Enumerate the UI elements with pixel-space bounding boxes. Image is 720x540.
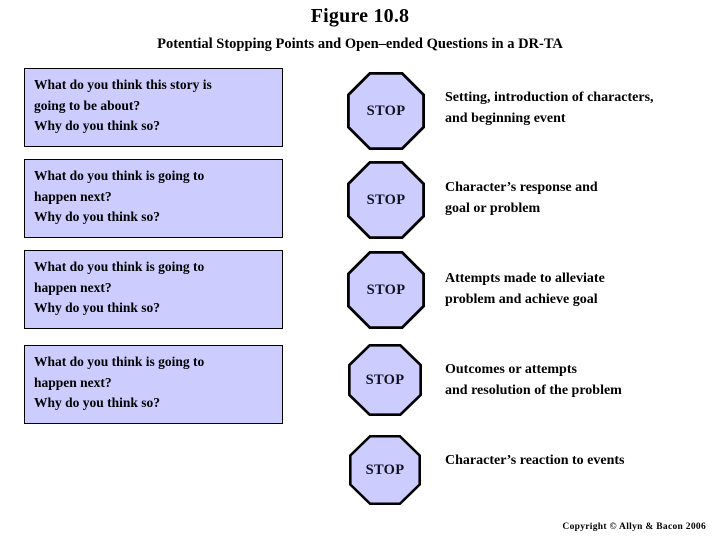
question-box-2-line-2: happen next? <box>34 188 112 204</box>
question-box-2-line-1: What do you think is going to <box>34 168 205 183</box>
octagon-shape-4 <box>348 344 422 416</box>
description-3-line-2: problem and achieve goal <box>445 291 598 307</box>
description-4-line-2: and resolution of the problem <box>445 382 622 398</box>
question-box-3-line-1: What do you think is going to <box>34 259 205 274</box>
description-4-line-1: Outcomes or attempts <box>445 362 577 377</box>
description-3-line-1: Attempts made to alleviate <box>445 271 605 286</box>
question-box-3-line-2: happen next? <box>34 279 112 295</box>
description-2-line-2: goal or problem <box>445 200 541 216</box>
octagon-icon <box>348 344 422 416</box>
stop-sign-4: STOP <box>348 344 422 416</box>
description-2: Character’s response and goal or problem <box>445 178 720 219</box>
octagon-shape-3 <box>347 251 425 329</box>
question-box-3-line-3: Why do you think so? <box>34 300 161 316</box>
figure-subtitle: Potential Stopping Points and Open–ended… <box>157 36 563 52</box>
description-1-line-2: and beginning event <box>445 110 566 126</box>
octagon-icon <box>347 251 425 329</box>
stop-sign-3: STOP <box>347 251 425 329</box>
question-box-1-line-3: Why do you think so? <box>34 118 161 134</box>
question-box-4: What do you think is going to happen nex… <box>24 345 283 424</box>
description-3: Attempts made to alleviate problem and a… <box>445 269 720 310</box>
question-box-1: What do you think this story is going to… <box>24 68 283 147</box>
description-5: Character’s reaction to events <box>445 451 720 472</box>
question-box-1-line-2: going to be about? <box>34 97 141 113</box>
stop-label-4: STOP <box>365 371 405 388</box>
octagon-icon <box>347 161 425 239</box>
stop-label-3: STOP <box>366 281 406 298</box>
octagon-icon <box>347 72 425 150</box>
question-box-4-line-2: happen next? <box>34 374 112 390</box>
stop-label-1: STOP <box>366 102 406 119</box>
figure-title: Figure 10.8 <box>310 5 410 27</box>
octagon-shape-1 <box>347 72 425 150</box>
question-box-1-line-1: What do you think this story is <box>34 77 212 92</box>
octagon-shape-5 <box>349 435 421 505</box>
question-box-4-line-3: Why do you think so? <box>34 395 161 411</box>
question-box-3: What do you think is going to happen nex… <box>24 250 283 329</box>
description-2-line-1: Character’s response and <box>445 180 598 195</box>
copyright-notice: Copyright © Allyn & Bacon 2006 <box>562 522 706 532</box>
stop-sign-1: STOP <box>347 72 425 150</box>
question-box-4-line-1: What do you think is going to <box>34 354 205 369</box>
description-5-line-1: Character’s reaction to events <box>445 453 625 468</box>
stop-sign-2: STOP <box>347 161 425 239</box>
description-1: Setting, introduction of characters, and… <box>445 88 720 129</box>
stop-label-2: STOP <box>366 191 406 208</box>
question-box-2-line-3: Why do you think so? <box>34 209 161 225</box>
stop-sign-5: STOP <box>349 435 421 505</box>
description-1-line-1: Setting, introduction of characters, <box>445 90 654 105</box>
stop-label-5: STOP <box>365 461 405 478</box>
octagon-shape-2 <box>347 161 425 239</box>
description-4: Outcomes or attempts and resolution of t… <box>445 360 720 401</box>
octagon-icon <box>349 435 421 505</box>
question-box-2: What do you think is going to happen nex… <box>24 159 283 238</box>
